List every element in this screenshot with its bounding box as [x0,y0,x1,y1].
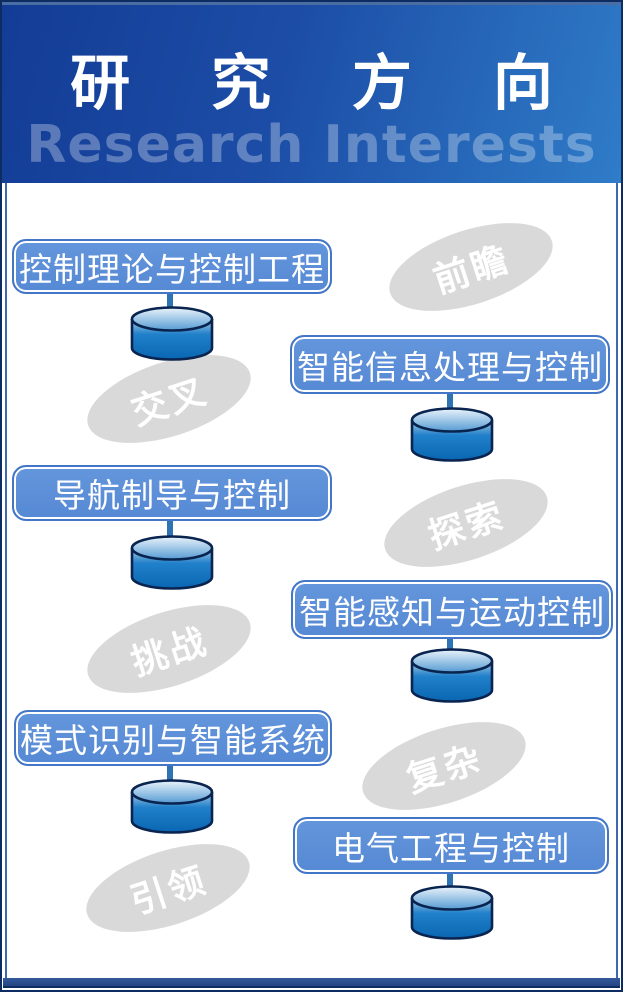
keyword-badge-label: 挑战 [126,620,214,684]
footer-bar [3,978,620,988]
research-area-label: 智能感知与运动控制 [299,592,605,632]
database-cylinder-icon [410,407,494,462]
connector-line [167,291,173,321]
content-frame [5,183,618,978]
keyword-badge-label: 探索 [423,494,511,558]
research-area-pill: 智能感知与运动控制 [291,580,613,639]
page-title: 研 究 方 向 [70,49,583,119]
research-area-pill: 控制理论与控制工程 [12,239,332,294]
research-area-pill: 导航制导与控制 [12,465,332,521]
connector-line [167,518,173,550]
keyword-badge-label: 交叉 [126,370,214,434]
database-cylinder-icon [410,648,494,703]
database-cylinder-icon [130,779,214,834]
research-area-pill: 电气工程与控制 [293,817,609,874]
research-area-pill: 智能信息处理与控制 [290,335,610,394]
database-cylinder-icon [130,306,214,361]
header-banner: Research Interests 研 究 方 向 [2,2,621,183]
connector-line [447,391,453,421]
connector-line [447,871,453,899]
research-area-label: 模式识别与智能系统 [20,721,326,760]
database-cylinder-icon [410,885,494,940]
keyword-badge-label: 复杂 [401,737,489,801]
keyword-badge-label: 前瞻 [428,238,516,302]
database-cylinder-icon [130,535,214,590]
page-subtitle: Research Interests [26,115,597,175]
research-area-label: 智能信息处理与控制 [297,347,603,387]
research-area-pill: 模式识别与智能系统 [14,710,332,766]
research-area-label: 电气工程与控制 [332,828,570,868]
research-area-label: 控制理论与控制工程 [19,249,325,289]
connector-line [167,763,173,795]
research-area-label: 导航制导与控制 [53,476,291,515]
keyword-badge-label: 引领 [125,859,213,923]
